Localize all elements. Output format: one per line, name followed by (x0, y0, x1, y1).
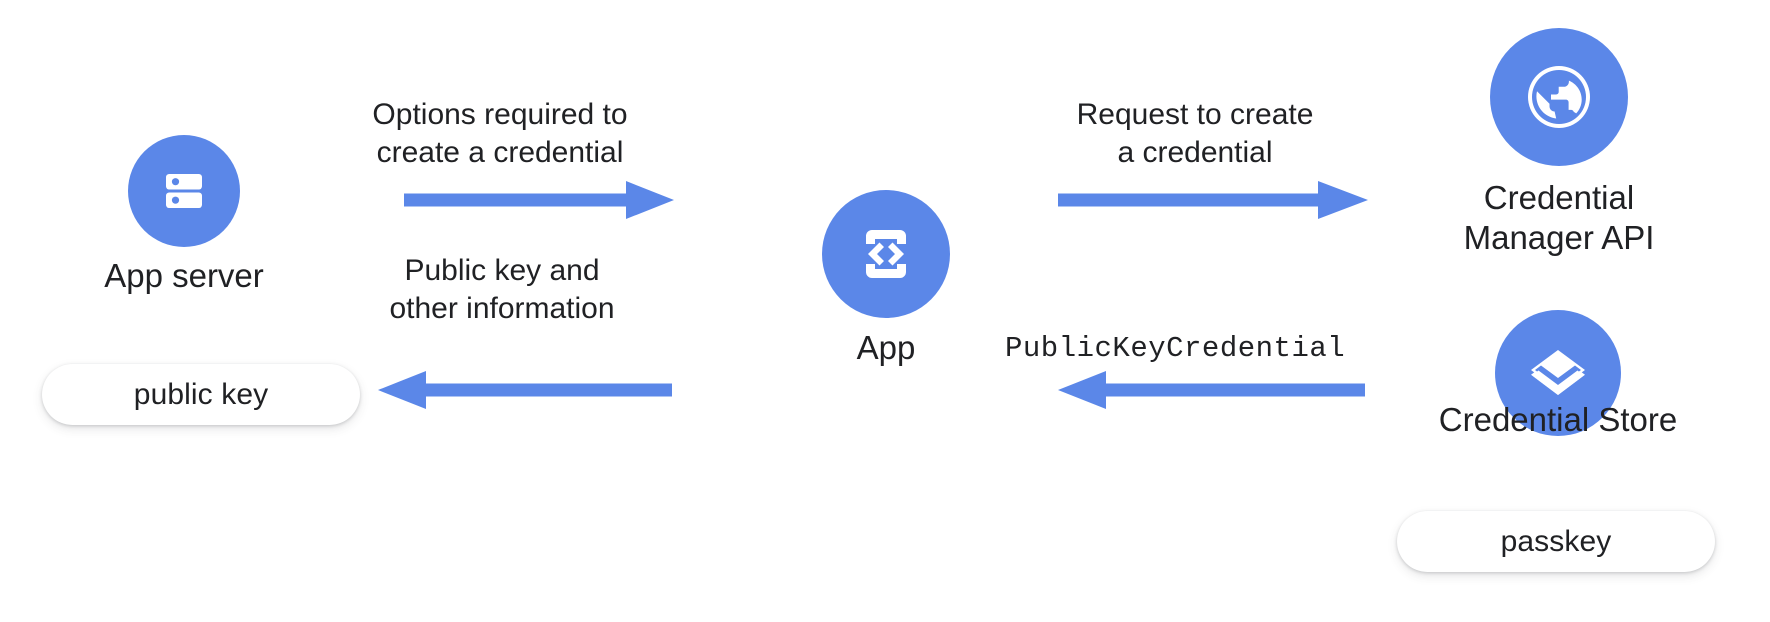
server-icon (154, 161, 214, 221)
globe-icon (1518, 56, 1600, 138)
arrow-options-required (404, 178, 674, 222)
layers-icon (1523, 338, 1593, 408)
arrow-public-key-credential (1050, 368, 1365, 412)
app-code-phone-icon (852, 220, 920, 288)
credential-store-label: Credential Store (1438, 401, 1678, 438)
arrow-public-key-and-other-information (372, 368, 672, 412)
credential-store-icon-circle (1495, 310, 1621, 436)
arrow-label-public-key-and-other-information: Public key and other information (389, 254, 615, 326)
app-icon-circle (822, 190, 950, 318)
app-server-label: App server (104, 257, 264, 294)
app-server-icon-circle (128, 135, 240, 247)
arrow-request-to-create (1058, 178, 1368, 222)
credential-manager-api-icon-circle (1490, 28, 1628, 166)
credential-store-pill-passkey: passkey (1397, 511, 1715, 572)
app-server-pill-public-key: public key (42, 364, 360, 425)
arrow-label-options-required: Options required to create a credential (372, 98, 628, 170)
app-label: App (856, 329, 916, 366)
arrow-label-public-key-credential: PublicKeyCredential (1005, 332, 1346, 365)
arrow-label-request-to-create: Request to create a credential (1076, 98, 1314, 170)
credential-manager-api-label: Credential Manager API (1463, 179, 1655, 257)
